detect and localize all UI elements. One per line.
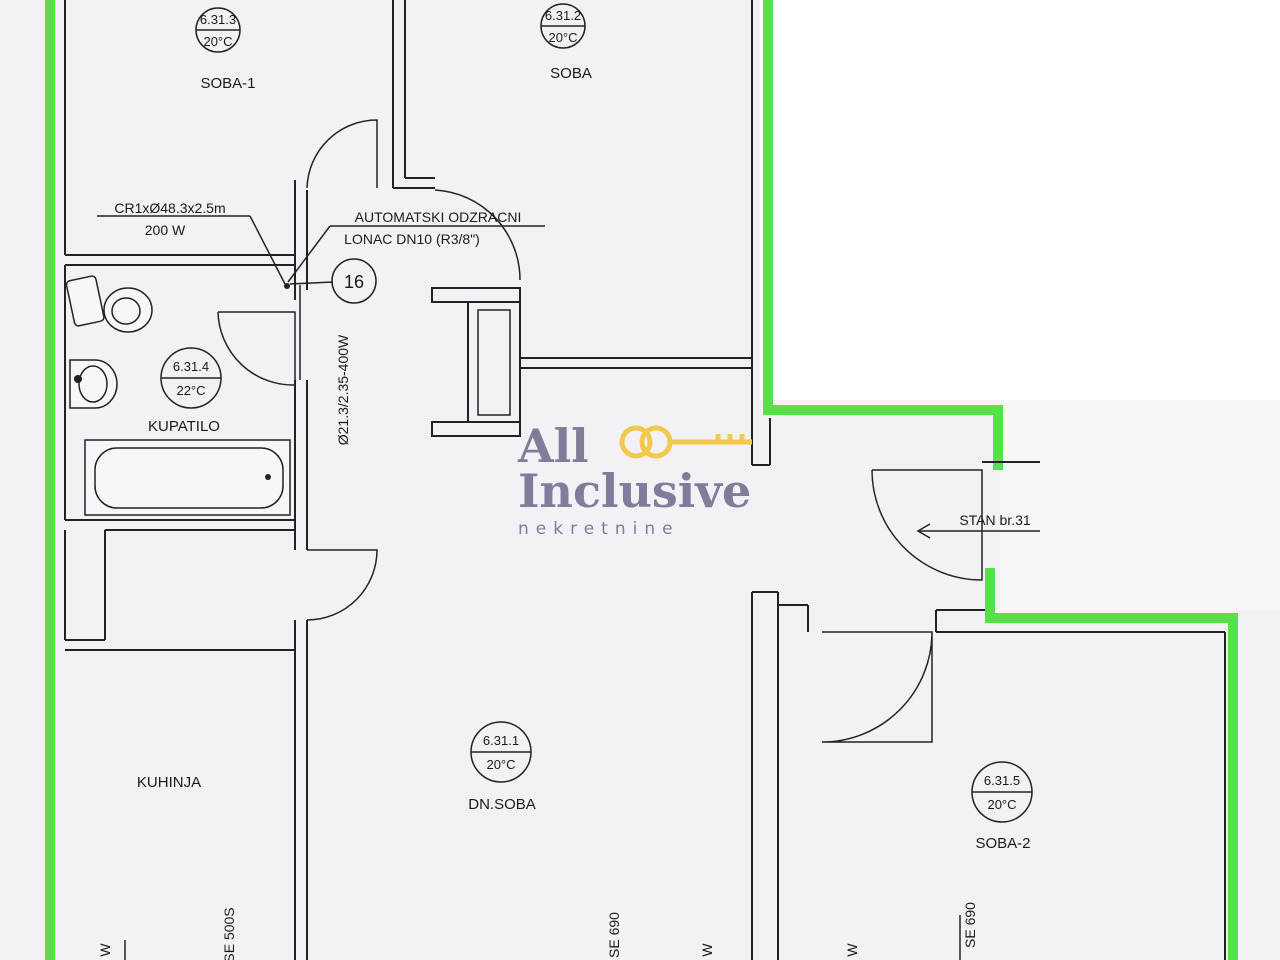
watermark-logo: All Inclusive nekretnine <box>517 419 752 539</box>
logo-line2: Inclusive <box>518 464 751 518</box>
vent-label-line2: LONAC DN10 (R3/8") <box>344 231 480 247</box>
vent-label-line1: AUTOMATSKI ODZRACNI <box>355 209 522 225</box>
room-temp: 20°C <box>548 30 577 45</box>
bottom-right-se-label: SE 690 <box>962 902 978 948</box>
bottom-right-w-label: W <box>844 943 860 957</box>
bottom-mid-se-label: SE 690 <box>606 912 622 958</box>
room-code: 6.31.4 <box>173 359 209 374</box>
entrance-label: STAN br.31 <box>959 512 1031 528</box>
room-name-kupatilo: KUPATILO <box>148 418 220 435</box>
room-tag-soba-2: 6.31.5 20°C SOBA-2 <box>971 761 1033 852</box>
room-name-soba-2: SOBA-2 <box>975 835 1030 852</box>
bathroom-fixtures <box>65 275 291 516</box>
room-name-soba: SOBA <box>550 65 592 82</box>
logo-tagline: nekretnine <box>518 519 680 539</box>
bottom-mid-w-label: W <box>699 943 715 957</box>
walls <box>64 0 1226 960</box>
pipe-label: Ø21.3/2.35-400W <box>335 334 351 445</box>
room-temp: 22°C <box>176 383 205 398</box>
radiator-spec: CR1xØ48.3x2.5m <box>114 200 225 216</box>
key-icon <box>619 425 752 459</box>
logo-line1: All <box>517 419 589 473</box>
room-temp: 20°C <box>203 34 232 49</box>
room-tag-soba: 6.31.2 20°C SOBA <box>540 3 592 82</box>
bathtub-icon <box>84 439 291 516</box>
room-code: 6.31.2 <box>545 8 581 23</box>
heating-annotations <box>97 215 1040 960</box>
bottom-left-radiator-label: W <box>97 943 113 957</box>
riser-number: 16 <box>344 272 364 292</box>
room-tag-soba-1: 6.31.3 20°C SOBA-1 <box>195 7 256 92</box>
radiator-power: 200 W <box>145 222 186 238</box>
room-name-dn-soba: DN.SOBA <box>468 796 536 813</box>
room-code: 6.31.1 <box>483 733 519 748</box>
room-tag-kupatilo: 6.31.4 22°C KUPATILO <box>148 347 222 435</box>
apartment-boundary <box>45 0 1238 960</box>
room-code: 6.31.5 <box>984 773 1020 788</box>
room-temp: 20°C <box>486 757 515 772</box>
room-name-soba-1: SOBA-1 <box>200 75 255 92</box>
room-code: 6.31.3 <box>200 12 236 27</box>
room-name-kuhinja: KUHINJA <box>137 774 201 791</box>
riser-marker <box>331 258 377 304</box>
sink-icon <box>69 359 118 409</box>
room-tag-dn-soba: 6.31.1 20°C DN.SOBA <box>468 721 536 813</box>
bottom-left-se-label: SE 500S <box>221 907 237 960</box>
doors <box>217 119 983 743</box>
room-temp: 20°C <box>987 797 1016 812</box>
toilet-icon <box>65 275 153 333</box>
